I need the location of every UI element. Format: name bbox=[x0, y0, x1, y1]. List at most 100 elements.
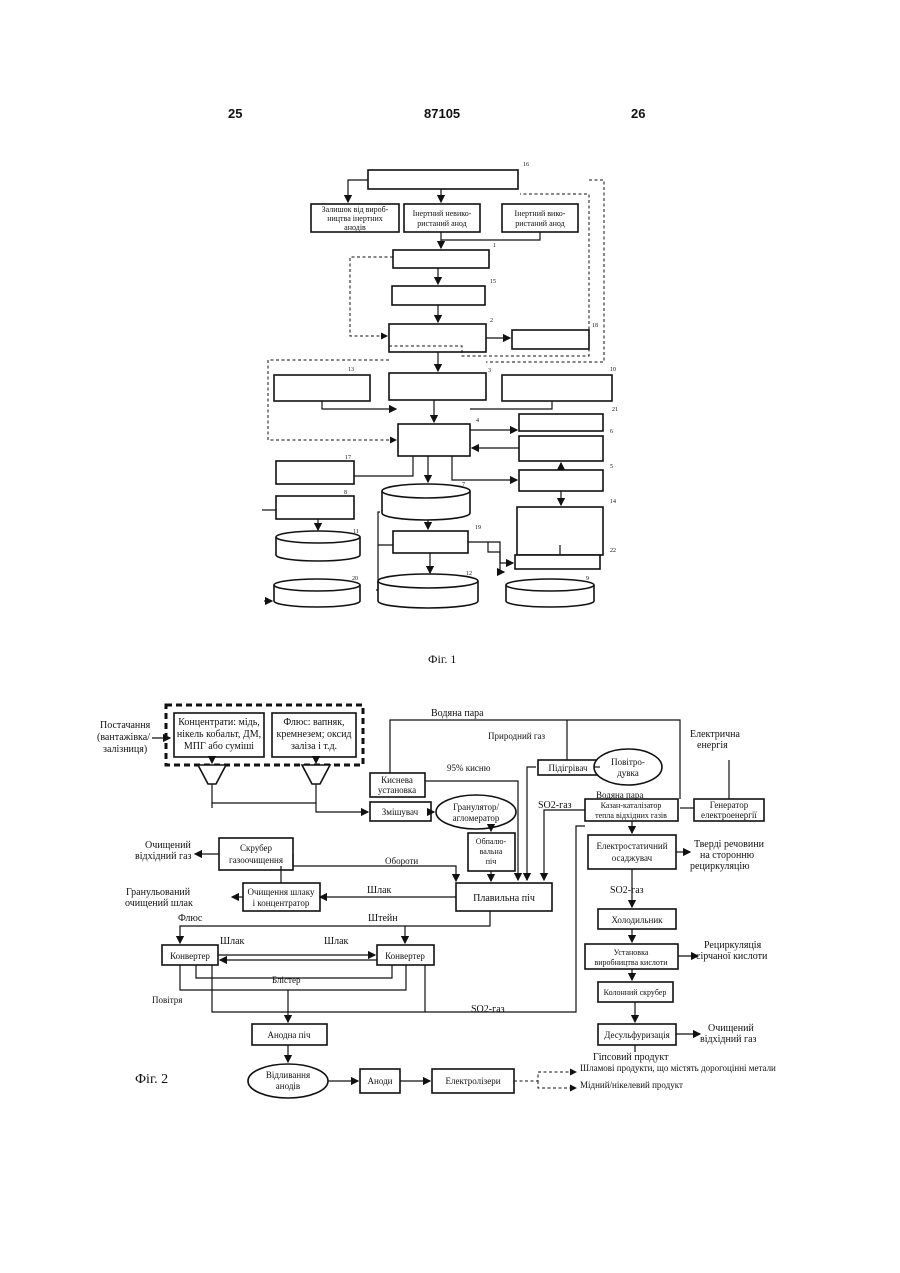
fig1-box-22 bbox=[515, 555, 600, 569]
fig1-ref: 12 bbox=[466, 571, 472, 577]
fig1-ref: 4 bbox=[476, 418, 479, 424]
fig2-water-steam2-label: Водяна пара bbox=[596, 790, 643, 800]
fig2-air-label: Повітря bbox=[152, 995, 182, 1005]
fig1-ref: 21 bbox=[612, 407, 618, 413]
fig2-roaster-l2: вальна bbox=[480, 847, 503, 856]
fig2-blower-l1: Повітро- bbox=[611, 757, 645, 767]
fig2-granulator-l1: Гранулятор/ bbox=[453, 802, 499, 812]
fig2-slag-label-2: Шлак bbox=[220, 936, 245, 947]
fig1-unused-line2: ристаний анод bbox=[417, 219, 467, 228]
fig1-ref: 19 bbox=[475, 525, 481, 531]
fig2-roaster-l3: піч bbox=[486, 857, 497, 866]
fig2-slag-cleaning-l2: і концентратор bbox=[253, 898, 310, 908]
fig2-supply-l2: (вантажівка/ bbox=[97, 732, 150, 743]
fig1-unused-line1: Інертний невико- bbox=[413, 209, 472, 218]
fig2-converter1-label: Конвертер bbox=[170, 951, 210, 961]
fig2-esp-l2: осаджувач bbox=[612, 853, 653, 863]
fig1-ref: 7 bbox=[462, 482, 465, 488]
figure-1-flowchart: Залишок від вироб- ництва інертних аноді… bbox=[262, 162, 618, 608]
fig2-hopper-2 bbox=[302, 765, 330, 784]
fig2-cooler-label: Холодильник bbox=[611, 915, 663, 925]
fig2-casting-l1: Відливання bbox=[266, 1070, 310, 1080]
fig1-ref: 1 bbox=[493, 243, 496, 249]
fig2-natural-gas-label: Природний газ bbox=[488, 731, 546, 741]
fig1-caption: Фіг. 1 bbox=[428, 652, 456, 666]
fig2-recycle-label: Обороти bbox=[385, 856, 418, 866]
fig2-cleaned-gas-right-l1: Очищений bbox=[708, 1023, 754, 1034]
fig1-ref: 20 bbox=[352, 576, 358, 582]
fig1-ref: 5 bbox=[610, 464, 613, 470]
fig2-so2-gas2-label: SO2-газ bbox=[610, 885, 644, 896]
fig1-ref: 9 bbox=[586, 576, 589, 582]
fig2-granulator bbox=[436, 795, 516, 829]
fig1-box-19 bbox=[393, 531, 468, 553]
fig2-concentrates-l2: нікель кобальт, ДМ, bbox=[177, 729, 261, 740]
fig2-solids-l2: на сторонню bbox=[700, 850, 755, 861]
fig2-granulated-slag-l1: Гранульований bbox=[126, 887, 191, 898]
fig2-esp-l1: Електростатичний bbox=[596, 841, 667, 851]
fig2-boiler-l2: тепла відхідних газів bbox=[595, 811, 667, 820]
fig2-solids-l3: рециркуляцію bbox=[690, 861, 750, 872]
fig2-so2-gas-label: SO2-газ bbox=[538, 800, 572, 811]
fig1-ref: 11 bbox=[353, 529, 359, 535]
fig1-box-17 bbox=[276, 461, 354, 484]
fig2-casting-l2: анодів bbox=[276, 1081, 300, 1091]
fig1-ref: 6 bbox=[610, 429, 613, 435]
fig1-ref: 17 bbox=[345, 455, 351, 461]
fig1-ref: 13 bbox=[348, 367, 354, 373]
fig2-acid-plant-l2: виробництва кислоти bbox=[594, 958, 668, 967]
fig1-box-2 bbox=[389, 324, 486, 352]
fig2-acid-recycle-l1: Рециркуляція bbox=[704, 940, 762, 951]
fig1-residue-line3: анодів bbox=[344, 223, 366, 232]
fig2-blower-l2: дувка bbox=[617, 768, 639, 778]
fig1-box-13 bbox=[274, 375, 370, 401]
fig2-supply-l1: Постачання bbox=[100, 720, 151, 731]
fig2-blower bbox=[594, 749, 662, 785]
fig2-mixer-label: Змішувач bbox=[382, 807, 419, 817]
figure-2-flowchart: Концентрати: мідь, нікель кобальт, ДМ, М… bbox=[97, 705, 776, 1098]
fig2-flux-l3: заліза і т.д. bbox=[291, 741, 337, 752]
fig1-box-21 bbox=[519, 414, 603, 431]
fig2-flux-l1: Флюс: вапняк, bbox=[283, 717, 344, 728]
fig1-box-5 bbox=[519, 470, 603, 491]
fig2-flux-label: Флюс bbox=[178, 913, 203, 924]
fig2-blister-label: Блістер bbox=[272, 975, 301, 985]
fig2-electric-l1: Електрична bbox=[690, 729, 740, 740]
fig2-oxygen-95-label: 95% кисню bbox=[447, 763, 491, 773]
fig2-water-steam-label: Водяна пара bbox=[431, 708, 484, 719]
fig2-matte-label: Штейн bbox=[368, 913, 398, 924]
fig1-ref: 16 bbox=[523, 162, 529, 168]
fig2-smelting-label: Плавильна піч bbox=[473, 893, 535, 904]
fig2-acid-recycle-l2: сірчаної кислоти bbox=[696, 951, 768, 962]
fig1-box-4 bbox=[398, 424, 470, 456]
fig2-cleaned-gas-right-l2: відхідний газ bbox=[700, 1034, 757, 1045]
fig1-box-10 bbox=[502, 375, 612, 401]
fig2-desulf-label: Десульфуризація bbox=[604, 1030, 669, 1040]
fig2-generator-l2: електроенергії bbox=[701, 810, 757, 820]
fig2-electrolyzers-label: Електролізери bbox=[445, 1076, 500, 1086]
fig1-ref: 15 bbox=[490, 279, 496, 285]
fig1-ref: 2 bbox=[490, 318, 493, 324]
fig2-copper-nickel-label: Мідний/нікелевий продукт bbox=[580, 1080, 683, 1090]
fig2-solids-l1: Тверді речовини bbox=[694, 839, 765, 850]
fig2-generator-l1: Генератор bbox=[710, 800, 749, 810]
fig1-box-18 bbox=[512, 330, 589, 349]
fig2-oxygen-plant-l1: Киснева bbox=[381, 775, 413, 785]
fig2-roaster-l1: Обпалю- bbox=[476, 837, 507, 846]
fig2-so2-gas3-label: SO2-газ bbox=[471, 1004, 505, 1015]
fig2-converter2-label: Конвертер bbox=[385, 951, 425, 961]
fig2-granulator-l2: агломератор bbox=[453, 813, 500, 823]
fig2-slag-label-1: Шлак bbox=[367, 885, 392, 896]
fig2-slag-cleaning-l1: Очищення шлаку bbox=[248, 887, 315, 897]
fig1-ref: 14 bbox=[610, 499, 616, 505]
fig2-anode-furnace-label: Анодна піч bbox=[267, 1030, 311, 1040]
fig1-box-15 bbox=[392, 286, 485, 305]
fig2-preheater-label: Підігрівач bbox=[548, 763, 588, 773]
fig2-cleaned-gas-left-l1: Очищений bbox=[145, 840, 191, 851]
fig1-ref: 3 bbox=[488, 368, 491, 374]
fig2-column-scrubber-label: Колонний скрубер bbox=[604, 988, 667, 997]
fig2-concentrates-l1: Концентрати: мідь, bbox=[178, 717, 260, 728]
fig1-residue-line1: Залишок від вироб- bbox=[322, 205, 389, 214]
fig1-box-8 bbox=[276, 496, 354, 519]
